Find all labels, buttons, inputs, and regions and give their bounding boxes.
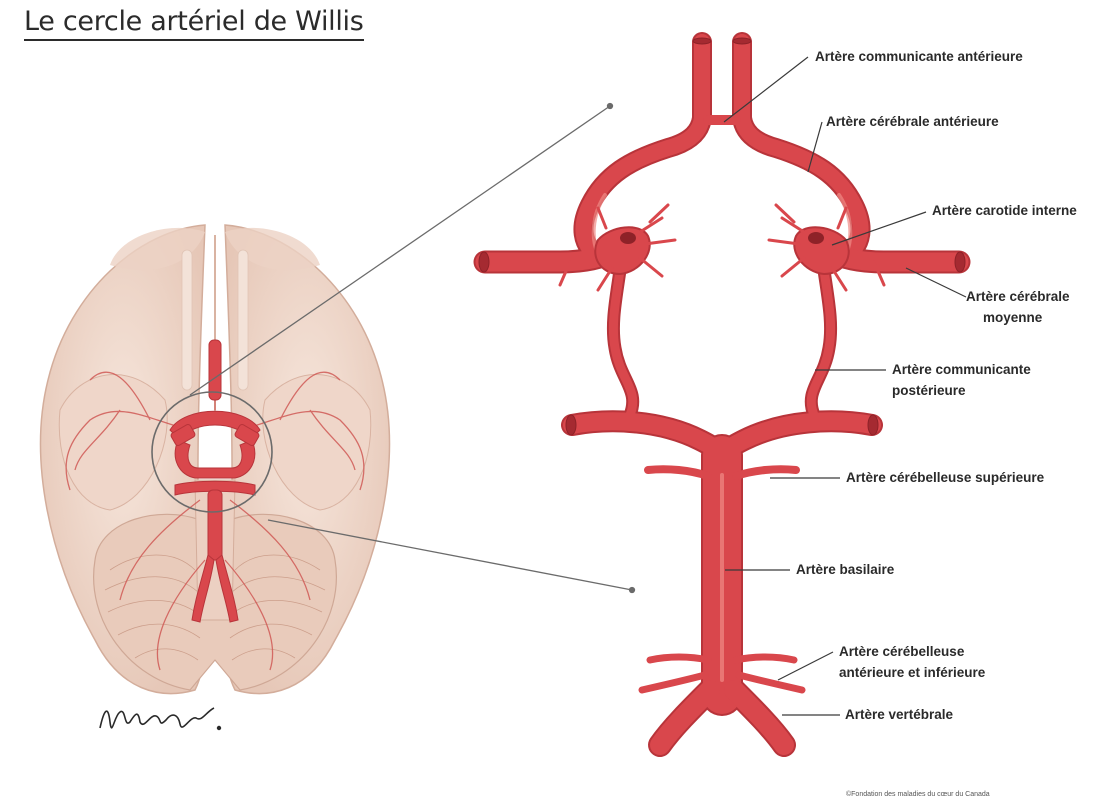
label-pcomm-line2: postérieure	[892, 380, 1031, 401]
label-mca-line1: Artère cérébrale	[966, 286, 1070, 307]
label-anterior-cerebral-artery: Artère cérébrale antérieure	[826, 111, 999, 132]
brain-illustration	[41, 225, 390, 693]
label-posterior-communicating-artery: Artère communicante postérieure	[892, 359, 1031, 401]
label-pcomm-line1: Artère communicante	[892, 359, 1031, 380]
label-anterior-inferior-cerebellar-artery: Artère cérébelleuse antérieure et inféri…	[839, 641, 985, 683]
artist-signature	[100, 708, 220, 729]
copyright-credit: ©Fondation des maladies du cœur du Canad…	[846, 791, 990, 798]
label-aica-line1: Artère cérébelleuse	[839, 641, 985, 662]
label-mca-line2: moyenne	[966, 307, 1070, 328]
label-aica-line2: antérieure et inférieure	[839, 662, 985, 683]
label-basilar-artery: Artère basilaire	[796, 559, 894, 580]
label-anterior-communicating-artery: Artère communicante antérieure	[815, 46, 1023, 67]
label-vertebral-artery: Artère vertébrale	[845, 704, 953, 725]
label-superior-cerebellar-artery: Artère cérébelleuse supérieure	[846, 467, 1044, 488]
label-middle-cerebral-artery: Artère cérébrale moyenne	[966, 286, 1070, 328]
label-internal-carotid-artery: Artère carotide interne	[932, 200, 1077, 221]
